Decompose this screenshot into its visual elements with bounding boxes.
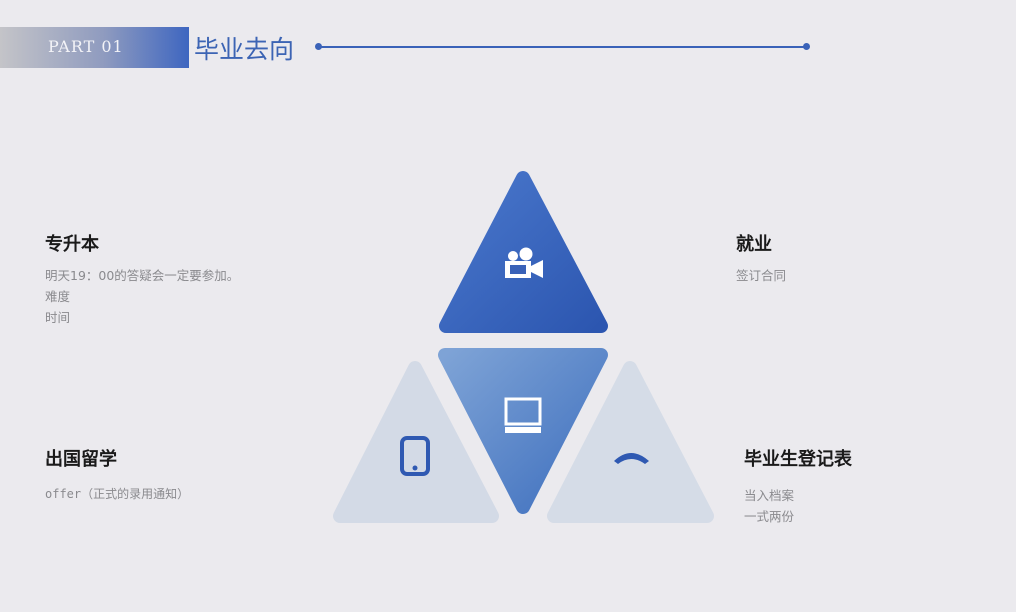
video-camera-icon	[505, 247, 543, 278]
item-line: 明天19：00的答疑会一定要参加。	[45, 268, 240, 283]
item-line: 时间	[45, 310, 71, 325]
triangle-right	[547, 361, 714, 523]
item-title: 专升本	[45, 234, 99, 255]
item-title: 出国留学	[45, 449, 117, 470]
item-line: 难度	[45, 289, 71, 304]
item-line: 当入档案	[744, 488, 795, 503]
rule-dot-right	[803, 43, 810, 50]
item-title: 就业	[736, 234, 772, 255]
item-zhuanshengben: 专升本 明天19：00的答疑会一定要参加。 难度 时间	[45, 230, 239, 328]
title-rule	[318, 46, 806, 48]
phone-mobile-icon	[400, 436, 430, 476]
telephone-icon	[614, 453, 649, 464]
computer-icon	[504, 397, 542, 433]
triangle-left	[333, 361, 499, 523]
part-label: PART 01	[48, 37, 124, 56]
page-title: 毕业去向	[194, 35, 295, 64]
item-line: 一式两份	[744, 509, 795, 524]
item-jiuye: 就业 签订合同	[736, 230, 786, 286]
part-banner	[0, 27, 189, 68]
item-chuguo: 出国留学 offer（正式的录用通知）	[45, 445, 189, 505]
item-dengjibiao: 毕业生登记表 当入档案 一式两份	[744, 445, 852, 527]
item-line: offer（正式的录用通知）	[45, 487, 190, 501]
item-line: 签订合同	[736, 268, 787, 283]
rule-dot-left	[315, 43, 322, 50]
item-title: 毕业生登记表	[744, 449, 852, 470]
